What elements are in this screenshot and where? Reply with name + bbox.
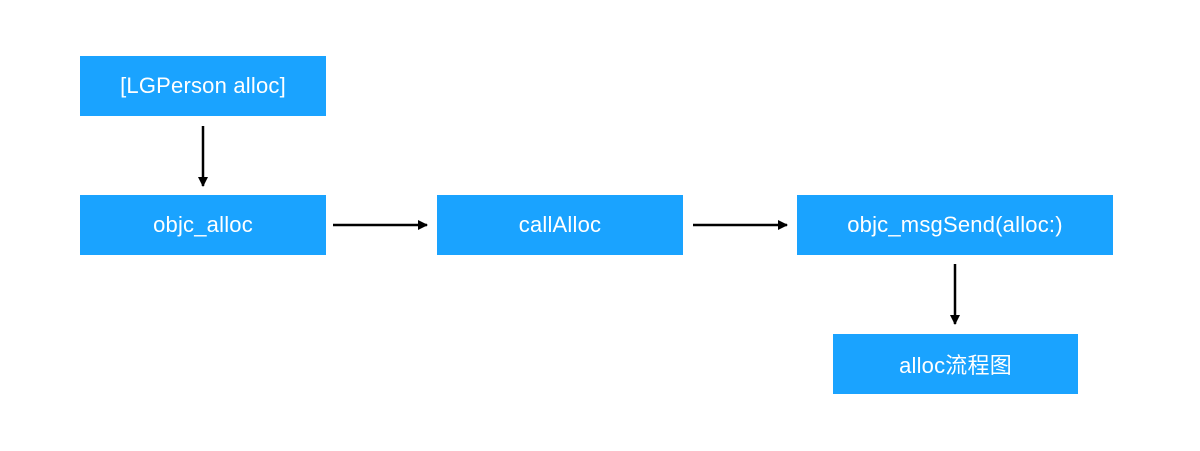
node-alloc-flowchart: alloc流程图 bbox=[833, 334, 1078, 394]
node-objc-alloc: objc_alloc bbox=[80, 195, 326, 255]
node-label: [LGPerson alloc] bbox=[120, 73, 286, 98]
node-objc-msgsend: objc_msgSend(alloc:) bbox=[797, 195, 1113, 255]
node-label: callAlloc bbox=[518, 212, 602, 237]
node-label: alloc流程图 bbox=[899, 353, 1012, 378]
node-lgperson-alloc: [LGPerson alloc] bbox=[80, 56, 326, 116]
node-label: objc_alloc bbox=[153, 212, 253, 237]
node-label: objc_msgSend(alloc:) bbox=[847, 212, 1063, 237]
node-call-alloc: callAlloc bbox=[437, 195, 683, 255]
